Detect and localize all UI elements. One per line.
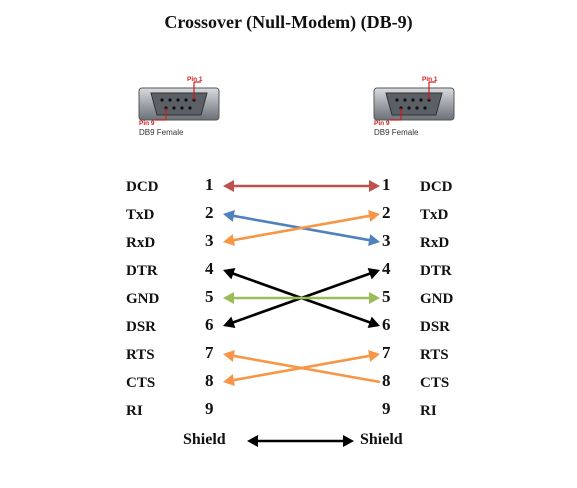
connector-caption: DB9 Female xyxy=(139,128,184,137)
left-pin-number: 6 xyxy=(205,315,214,334)
arrowhead-left xyxy=(223,374,235,386)
right-signal-label: DTR xyxy=(420,263,452,279)
left-signal-label: GND xyxy=(126,291,160,307)
right-pin-number: 8 xyxy=(382,371,391,390)
left-shield-label: Shield xyxy=(183,431,226,448)
right-signal-label: CTS xyxy=(420,375,450,391)
right-pin-number: 1 xyxy=(382,175,391,194)
arrowhead-left xyxy=(223,316,236,328)
left-pin-number: 1 xyxy=(205,175,214,194)
arrowhead-left xyxy=(223,292,234,304)
left-signal-label: TxD xyxy=(126,207,155,223)
right-signal-label: RxD xyxy=(420,235,450,251)
arrowhead-right xyxy=(368,350,380,362)
right-signal-label: GND xyxy=(420,291,454,307)
arrowhead-left xyxy=(223,268,236,280)
db9-connector-icon xyxy=(373,81,455,121)
db9-connector-left: Pin 1 Pin 9 DB9 Female xyxy=(135,72,235,144)
db9-connector-icon xyxy=(138,81,220,121)
right-pin-number: 5 xyxy=(382,287,391,306)
pin-9-label: Pin 9 xyxy=(139,120,155,127)
right-signal-label: RI xyxy=(420,403,437,419)
left-pin-number: 5 xyxy=(205,287,214,306)
left-signal-label: DSR xyxy=(126,319,157,335)
pin-9-label: Pin 9 xyxy=(374,120,390,127)
left-signal-label: RxD xyxy=(126,235,156,251)
wire-pin8-to-pin7 xyxy=(231,354,372,382)
right-pin-number: 3 xyxy=(382,231,391,250)
right-signal-label: TxD xyxy=(420,207,449,223)
arrowhead-left xyxy=(223,210,235,222)
right-signal-label: DSR xyxy=(420,319,451,335)
arrowhead-right xyxy=(369,180,380,192)
db9-connector-right: Pin 1 Pin 9 DB9 Female xyxy=(370,72,470,144)
right-pin-number: 7 xyxy=(382,343,391,362)
arrowhead-left xyxy=(223,180,234,192)
right-pin-number: 4 xyxy=(382,259,391,278)
left-signal-label: CTS xyxy=(126,375,156,391)
right-signal-label: DCD xyxy=(420,179,453,195)
arrowhead-right xyxy=(367,316,380,328)
right-pin-number: 2 xyxy=(382,203,391,222)
arrowhead-left xyxy=(223,234,235,246)
arrowhead-right xyxy=(368,234,380,246)
left-pin-number: 9 xyxy=(205,399,214,418)
right-pin-number: 6 xyxy=(382,315,391,334)
arrowhead-right xyxy=(367,268,380,280)
pin-1-label: Pin 1 xyxy=(422,76,438,83)
right-signal-label: RTS xyxy=(420,347,449,363)
left-pin-number: 8 xyxy=(205,371,214,390)
left-pin-number: 4 xyxy=(205,259,214,278)
arrowhead-right xyxy=(343,435,354,447)
pin-1-label: Pin 1 xyxy=(187,76,203,83)
left-pin-number: 3 xyxy=(205,231,214,250)
right-pin-number: 9 xyxy=(382,399,391,418)
connector-caption: DB9 Female xyxy=(374,128,419,137)
left-signal-label: RTS xyxy=(126,347,155,363)
wire-pin7-to-pin8 xyxy=(231,354,381,384)
diagram-title: Crossover (Null-Modem) (DB-9) xyxy=(164,12,413,32)
wire-pin3-to-pin2 xyxy=(231,214,372,242)
arrowhead-right xyxy=(369,292,380,304)
arrowhead-left xyxy=(247,435,258,447)
left-pin-number: 7 xyxy=(205,343,214,362)
left-pin-number: 2 xyxy=(205,203,214,222)
right-shield-label: Shield xyxy=(360,431,403,448)
left-signal-label: DCD xyxy=(126,179,159,195)
left-signal-label: RI xyxy=(126,403,143,419)
arrowhead-right xyxy=(368,210,380,222)
left-signal-label: DTR xyxy=(126,263,158,279)
arrowhead-left xyxy=(223,350,235,362)
